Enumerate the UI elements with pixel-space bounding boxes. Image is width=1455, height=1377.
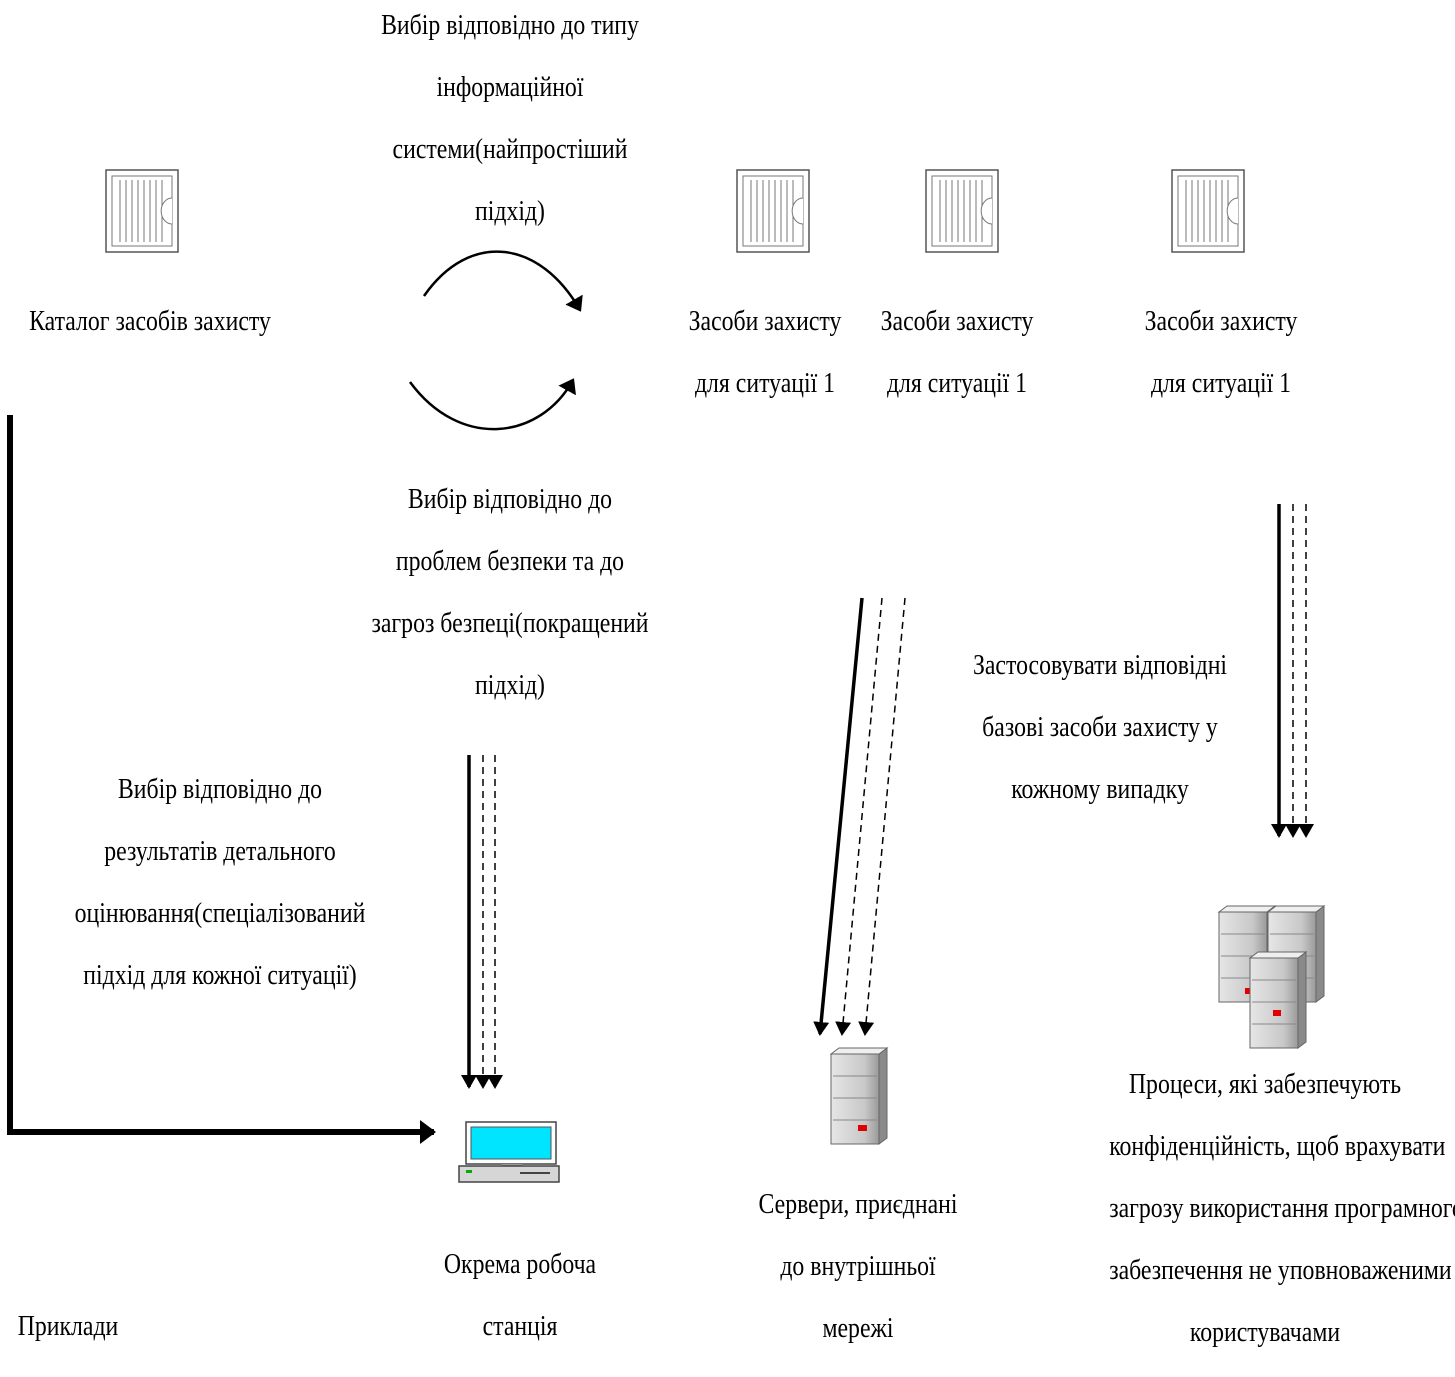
safeguard-book-icon-3 xyxy=(1171,169,1245,253)
server-icon xyxy=(830,1047,888,1145)
safeguard-label-2: Засоби захисту для ситуації 1 xyxy=(880,305,1034,399)
processes-label: Процеси, які забезпечують конфіденційніс… xyxy=(1109,1068,1455,1348)
detailed-approach-arrow xyxy=(7,415,436,1144)
apply-safeguards-label: Застосовувати відповідні базові засоби з… xyxy=(972,649,1228,805)
improved-approach-arrow xyxy=(408,378,576,431)
workstation-arrows xyxy=(461,755,503,1089)
safeguard-book-icon-1 xyxy=(736,169,810,253)
server-cluster-icon xyxy=(1218,905,1325,1049)
processes-arrows xyxy=(1271,504,1314,838)
safeguard-label-1: Засоби захисту для ситуації 1 xyxy=(688,305,842,399)
catalog-label: Каталог засобів захисту xyxy=(29,305,271,337)
safeguard-label-3: Засоби захисту для ситуації 1 xyxy=(1144,305,1298,399)
catalog-book-icon xyxy=(105,169,179,253)
simple-approach-arrow xyxy=(422,250,583,312)
workstation-label: Окрема робоча станція xyxy=(443,1248,597,1342)
workstation-icon xyxy=(458,1121,560,1183)
detailed-approach-label: Вибір відповідно до результатів детально… xyxy=(74,773,366,991)
server-arrows xyxy=(813,597,906,1036)
servers-label: Сервери, приєднані до внутрішньої мережі xyxy=(758,1188,958,1344)
examples-label: Приклади xyxy=(17,1310,119,1342)
simple-approach-label: Вибір відповідно до типу інформаційної с… xyxy=(381,9,639,227)
safeguard-book-icon-2 xyxy=(925,169,999,253)
improved-approach-label: Вибір відповідно до проблем безпеки та д… xyxy=(371,483,649,701)
